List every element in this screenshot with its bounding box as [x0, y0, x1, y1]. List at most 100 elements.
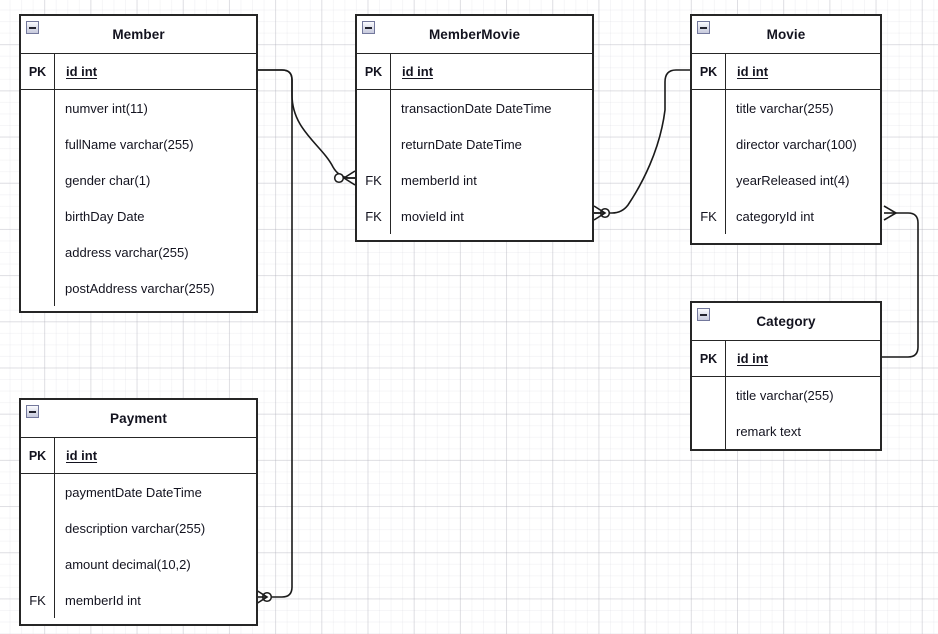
- connector-member-payment: [255, 69, 293, 605]
- entity-movie-title: Movie: [766, 27, 806, 42]
- entity-payment-row-1[interactable]: description varchar(255): [21, 510, 256, 546]
- entity-payment-row-3[interactable]: FK memberId int: [21, 582, 256, 618]
- entity-payment[interactable]: Payment PK id int paymentDate DateTime d…: [19, 398, 258, 626]
- field-label: description varchar(255): [65, 520, 206, 536]
- minus-icon[interactable]: [26, 21, 39, 34]
- column-divider: [725, 377, 726, 449]
- field-label: fullName varchar(255): [65, 136, 194, 152]
- entity-membermovie-header: MemberMovie: [357, 16, 592, 54]
- zero-marker-membermovie: [333, 172, 345, 184]
- field-label: address varchar(255): [65, 244, 189, 260]
- column-divider: [54, 90, 55, 306]
- field-label: postAddress varchar(255): [65, 280, 215, 296]
- connector-movie-category: [882, 205, 919, 358]
- key-label: FK: [700, 208, 717, 224]
- field-label: movieId int: [401, 208, 464, 224]
- column-divider: [54, 474, 55, 618]
- entity-payment-row-pk[interactable]: PK id int: [21, 438, 256, 474]
- field-label: title varchar(255): [736, 100, 834, 116]
- entity-category-row-pk[interactable]: PK id int: [692, 341, 880, 377]
- entity-member-row-2[interactable]: gender char(1): [21, 162, 256, 198]
- entity-category-row-0[interactable]: title varchar(255): [692, 377, 880, 413]
- zero-marker-payment: [261, 591, 273, 603]
- key-label: FK: [365, 172, 382, 188]
- column-divider: [725, 90, 726, 234]
- key-label: FK: [29, 592, 46, 608]
- column-divider: [725, 341, 726, 376]
- field-label: id int: [402, 64, 434, 79]
- field-label: gender char(1): [65, 172, 151, 188]
- entity-membermovie-row-1[interactable]: returnDate DateTime: [357, 126, 592, 162]
- entity-member-row-4[interactable]: address varchar(255): [21, 234, 256, 270]
- zero-marker-movie: [599, 207, 611, 219]
- entity-movie-row-3[interactable]: FK categoryId int: [692, 198, 880, 234]
- key-label: PK: [28, 448, 47, 463]
- entity-membermovie-rows: PK id int transactionDate DateTime retur…: [357, 54, 592, 234]
- entity-payment-title: Payment: [110, 411, 167, 426]
- column-divider: [54, 54, 55, 89]
- connector-member-membermovie: [258, 69, 356, 186]
- crowfoot-category: [883, 205, 898, 221]
- entity-payment-row-2[interactable]: amount decimal(10,2): [21, 546, 256, 582]
- field-label: id int: [737, 351, 769, 366]
- field-label: categoryId int: [736, 208, 815, 224]
- entity-payment-rows: PK id int paymentDate DateTime descripti…: [21, 438, 256, 618]
- entity-member-row-0[interactable]: numver int(11): [21, 90, 256, 126]
- minus-icon[interactable]: [697, 21, 710, 34]
- entity-member-row-3[interactable]: birthDay Date: [21, 198, 256, 234]
- key-label: PK: [28, 64, 47, 79]
- entity-membermovie[interactable]: MemberMovie PK id int transactionDate Da…: [355, 14, 594, 242]
- field-label: memberId int: [401, 172, 477, 188]
- entity-member-title: Member: [112, 27, 165, 42]
- field-label: birthDay Date: [65, 208, 145, 224]
- entity-movie-row-1[interactable]: director varchar(100): [692, 126, 880, 162]
- entity-payment-header: Payment: [21, 400, 256, 438]
- field-label: director varchar(100): [736, 136, 857, 152]
- entity-member-header: Member: [21, 16, 256, 54]
- column-divider: [390, 90, 391, 234]
- connector-membermovie-movie: [593, 69, 690, 221]
- entity-member-row-1[interactable]: fullName varchar(255): [21, 126, 256, 162]
- entity-membermovie-row-3[interactable]: FK movieId int: [357, 198, 592, 234]
- crowfoot-movie: [593, 205, 607, 221]
- entity-member-rows: PK id int numver int(11) fullName varcha…: [21, 54, 256, 306]
- field-label: yearReleased int(4): [736, 172, 850, 188]
- entity-category-row-1[interactable]: remark text: [692, 413, 880, 449]
- crowfoot-membermovie: [342, 170, 356, 186]
- field-label: paymentDate DateTime: [65, 484, 202, 500]
- entity-membermovie-row-0[interactable]: transactionDate DateTime: [357, 90, 592, 126]
- entity-member-row-5[interactable]: postAddress varchar(255): [21, 270, 256, 306]
- entity-membermovie-title: MemberMovie: [428, 27, 521, 42]
- entity-movie-header: Movie: [692, 16, 880, 54]
- field-label: remark text: [736, 423, 802, 439]
- entity-category[interactable]: Category PK id int title varchar(255) re…: [690, 301, 882, 451]
- field-label: numver int(11): [65, 100, 148, 116]
- key-label: PK: [364, 64, 383, 79]
- entity-member[interactable]: Member PK id int numver int(11) fullName…: [19, 14, 258, 313]
- column-divider: [390, 54, 391, 89]
- entity-category-rows: PK id int title varchar(255) remark text: [692, 341, 880, 449]
- minus-icon[interactable]: [26, 405, 39, 418]
- field-label: transactionDate DateTime: [401, 100, 552, 116]
- entity-movie-row-pk[interactable]: PK id int: [692, 54, 880, 90]
- entity-movie-row-2[interactable]: yearReleased int(4): [692, 162, 880, 198]
- entity-category-title: Category: [756, 314, 816, 329]
- minus-icon[interactable]: [362, 21, 375, 34]
- key-label: FK: [365, 208, 382, 224]
- entity-category-header: Category: [692, 303, 880, 341]
- field-label: memberId int: [65, 592, 141, 608]
- entity-payment-row-0[interactable]: paymentDate DateTime: [21, 474, 256, 510]
- field-label: id int: [66, 64, 98, 79]
- entity-movie[interactable]: Movie PK id int title varchar(255) direc…: [690, 14, 882, 245]
- field-label: id int: [66, 448, 98, 463]
- field-label: amount decimal(10,2): [65, 556, 191, 572]
- entity-member-row-pk[interactable]: PK id int: [21, 54, 256, 90]
- minus-icon[interactable]: [697, 308, 710, 321]
- entity-membermovie-row-2[interactable]: FK memberId int: [357, 162, 592, 198]
- entity-membermovie-row-pk[interactable]: PK id int: [357, 54, 592, 90]
- field-label: title varchar(255): [736, 387, 834, 403]
- field-label: id int: [737, 64, 769, 79]
- entity-movie-row-0[interactable]: title varchar(255): [692, 90, 880, 126]
- entity-movie-rows: PK id int title varchar(255) director va…: [692, 54, 880, 234]
